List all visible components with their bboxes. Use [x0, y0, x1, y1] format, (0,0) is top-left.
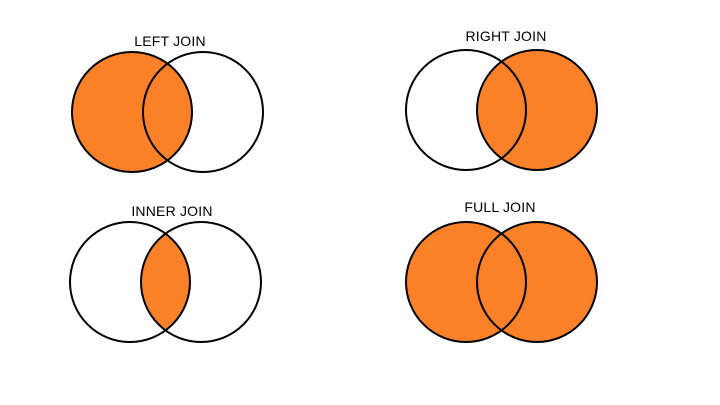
left-join-left-circle	[71, 51, 193, 173]
inner-join-label: INNER JOIN	[131, 203, 213, 219]
right-join-venn	[405, 49, 598, 171]
right-join-label: RIGHT JOIN	[465, 28, 547, 44]
left-join-left-fill	[72, 52, 192, 172]
full-join-label: FULL JOIN	[464, 199, 536, 215]
full-join-left-circle	[405, 221, 527, 343]
right-join-right-fill	[477, 50, 597, 170]
inner-join-venn	[69, 221, 262, 343]
left-join-right-circle	[142, 51, 264, 173]
full-join-right-fill	[477, 222, 597, 342]
inner-join-intersection-fill	[141, 222, 190, 342]
left-join-venn	[71, 51, 264, 173]
right-join-right-circle	[476, 49, 598, 171]
inner-join-right-circle	[140, 221, 262, 343]
inner-join-left-circle	[69, 221, 191, 343]
full-join-venn	[405, 221, 598, 343]
right-join-left-circle	[405, 49, 527, 171]
left-join-label: LEFT JOIN	[134, 33, 206, 49]
full-join-right-circle	[476, 221, 598, 343]
